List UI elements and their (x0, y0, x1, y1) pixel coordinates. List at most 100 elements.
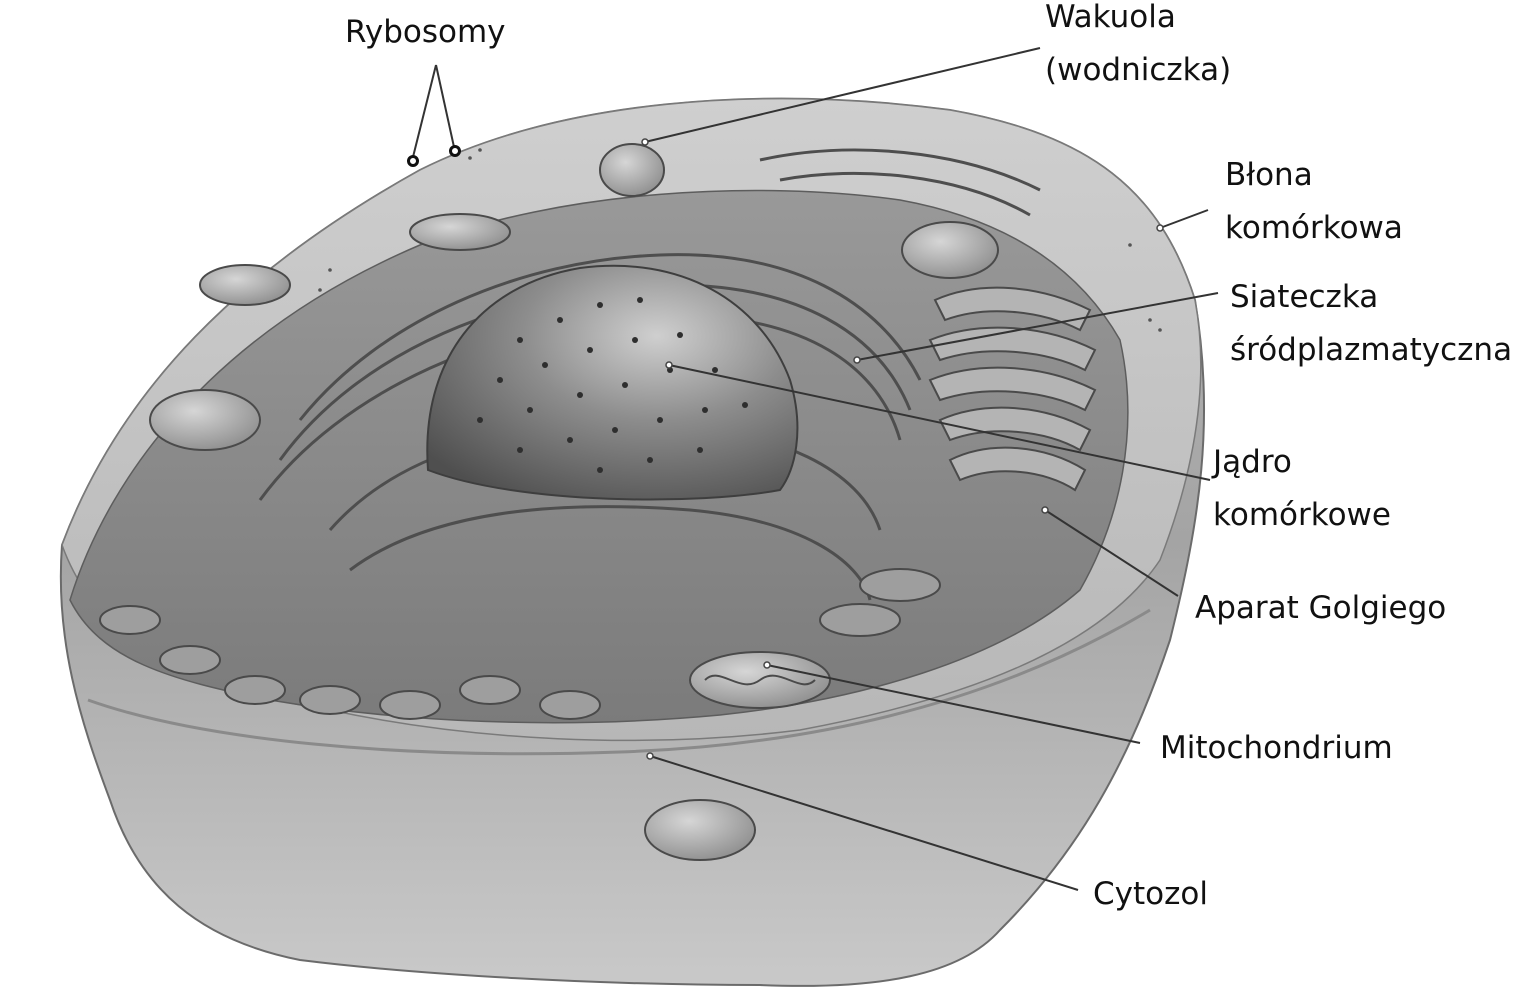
label-mitochondrion-text: Mitochondrium (1160, 730, 1393, 766)
label-er-line2: śródplazmatyczna (1230, 332, 1513, 368)
label-nucleus: Jądro komórkowe (1213, 436, 1391, 542)
label-cell-membrane-line1: Błona (1225, 157, 1313, 193)
label-nucleus-line1: Jądro (1213, 444, 1292, 480)
pointer-dot (763, 661, 771, 669)
nuclear-pore (477, 417, 483, 423)
label-cell-membrane: Błona komórkowa (1225, 149, 1403, 255)
nuclear-pore (577, 392, 583, 398)
label-nucleus-line2: komórkowe (1213, 497, 1391, 533)
nuclear-pore (622, 382, 628, 388)
leader-points (407, 145, 461, 167)
pointer-dot (1041, 506, 1049, 514)
vesicle (901, 221, 999, 279)
vesicle (409, 213, 511, 251)
vesicle (149, 389, 261, 451)
vesicle (199, 264, 291, 306)
nuclear-pore (697, 447, 703, 453)
nuclear-pore (542, 362, 548, 368)
mitochondrion (859, 568, 941, 602)
pointer-dot (641, 138, 649, 146)
ribosome (1148, 318, 1152, 322)
ribosome-marker (407, 155, 419, 167)
er-fold (759, 148, 1041, 192)
er-fold (298, 253, 922, 421)
leader-line-er (856, 292, 1219, 361)
leader-dots (641, 138, 1164, 760)
pointer-dot (646, 752, 654, 760)
pointer-dot (1156, 224, 1164, 232)
golgi-cisterna (928, 366, 1097, 412)
vacuole (599, 143, 665, 197)
er-fold (349, 505, 872, 601)
nuclear-pore (587, 347, 593, 353)
nuclear-pore (637, 297, 643, 303)
mitochondrion (299, 685, 361, 715)
nuclear-pore (677, 332, 683, 338)
nuclear-pore (647, 457, 653, 463)
ribosome (328, 268, 332, 272)
label-mitochondrion: Mitochondrium (1160, 722, 1393, 775)
leader-line-ribosomes-right (435, 64, 455, 148)
ribosome (1158, 328, 1162, 332)
label-golgi: Aparat Golgiego (1195, 582, 1446, 635)
label-endoplasmic-reticulum: Siateczka śródplazmatyczna (1230, 271, 1512, 377)
mitochondrion (99, 605, 161, 635)
mitochondria-cluster (99, 568, 941, 720)
leader-lines (412, 47, 1219, 891)
nuclear-pore (557, 317, 563, 323)
leader-line-membrane (1159, 209, 1209, 229)
label-cytosol: Cytozol (1093, 868, 1208, 921)
nuclear-pores (477, 297, 748, 473)
nuclear-pore (517, 447, 523, 453)
golgi-cisterna (933, 286, 1092, 332)
mitochondrion (159, 645, 221, 675)
label-cell-membrane-line2: komórkowa (1225, 210, 1403, 246)
nucleus (426, 264, 799, 501)
label-vacuole: Wakuola (wodniczka) (1045, 0, 1231, 97)
mitochondrion (379, 690, 441, 720)
ribosome-marker (449, 145, 461, 157)
label-cytosol-text: Cytozol (1093, 876, 1208, 912)
mitochondrion (224, 675, 286, 705)
leader-line-vacuole (644, 47, 1041, 143)
leader-line-golgi (1044, 509, 1179, 597)
cytoplasm-lower-rim (87, 608, 1151, 756)
nuclear-pore (567, 437, 573, 443)
cell-body (59, 97, 1206, 987)
label-vacuole-line1: Wakuola (1045, 0, 1176, 35)
ribosomes (318, 148, 1162, 332)
nuclear-pore (597, 302, 603, 308)
nuclear-pore (612, 427, 618, 433)
leader-line-nucleus (668, 364, 1211, 481)
nuclear-pore (517, 337, 523, 343)
mitochondrion (459, 675, 521, 705)
er-fold (779, 171, 1031, 217)
nuclear-pore (742, 402, 748, 408)
nucleus-dome (426, 264, 799, 501)
mitochondrion (539, 690, 601, 720)
ribosome (468, 156, 472, 160)
label-vacuole-line2: (wodniczka) (1045, 52, 1232, 88)
nuclear-pore (712, 367, 718, 373)
organelles (99, 143, 999, 861)
nuclear-pore (632, 337, 638, 343)
golgi-cisterna (948, 446, 1087, 492)
label-ribosomes: Rybosomy (345, 6, 506, 59)
vesicle (644, 799, 756, 861)
leader-line-mitochondrion (766, 664, 1141, 744)
leader-line-ribosomes-left (412, 64, 437, 158)
ribosome (318, 288, 322, 292)
ribosome (1128, 243, 1132, 247)
label-er-line1: Siateczka (1230, 279, 1379, 315)
nuclear-pore (527, 407, 533, 413)
nuclear-pore (497, 377, 503, 383)
mitochondrion-crista (704, 674, 816, 686)
ribosome (478, 148, 482, 152)
pointer-dot (853, 356, 861, 364)
nuclear-pore (702, 407, 708, 413)
nuclear-pore (657, 417, 663, 423)
pointer-dot (665, 361, 673, 369)
mitochondrion (819, 603, 901, 637)
